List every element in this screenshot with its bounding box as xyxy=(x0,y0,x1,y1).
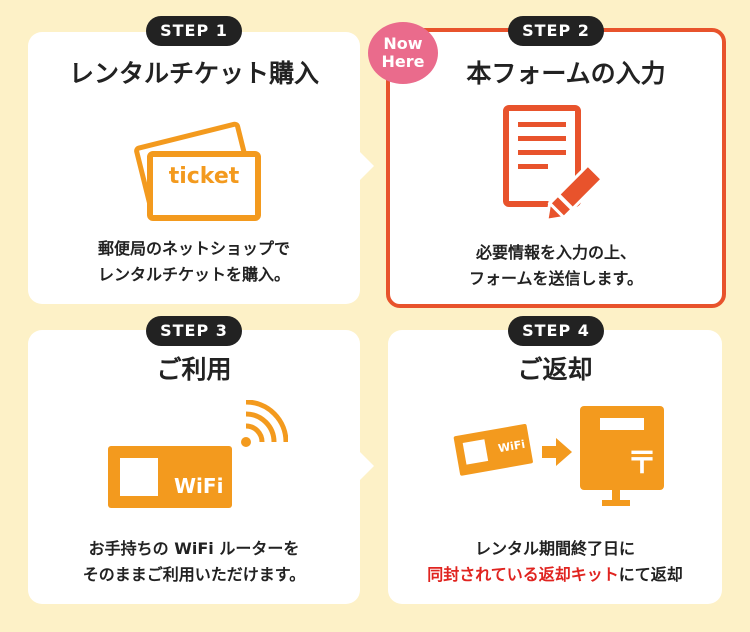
step4-desc-line2-rest: にて返却 xyxy=(618,565,683,584)
step2-card: 本フォームの入力 必要情報を入力の上、 フォームを送信します。 xyxy=(386,28,726,308)
step1-pill: STEP 1 xyxy=(146,16,242,46)
step4-card: ご返却 WiFi 〒 レンタル期間終了日に 同封されている返却キットにて返却 xyxy=(388,330,722,604)
step4-pill: STEP 4 xyxy=(508,316,604,346)
form-document-icon xyxy=(503,105,605,223)
step3-title: ご利用 xyxy=(156,355,232,384)
step1-desc-line1: 郵便局のネットショップで xyxy=(97,239,290,258)
ticket-icon xyxy=(134,121,261,221)
step1-desc-line2: レンタルチケットを購入。 xyxy=(97,265,290,284)
step4-desc-line2: 同封されている返却キットにて返却 xyxy=(388,562,722,588)
step4-title: ご返却 xyxy=(517,355,593,384)
now-here-badge: Now Here xyxy=(368,22,438,84)
step1-title: レンタルチケット購入 xyxy=(68,59,319,88)
step3-card: ご利用 WiFi お手持ちの WiFi ルーターを そのままご利用いただけます。 xyxy=(28,330,360,604)
return-mailbox-icon xyxy=(453,406,664,506)
step1-card: レンタルチケット購入 ticket 郵便局のネットショップで レンタルチケットを… xyxy=(28,32,360,304)
step4-description: レンタル期間終了日に 同封されている返却キットにて返却 xyxy=(388,536,722,588)
step2-title: 本フォームの入力 xyxy=(466,59,666,88)
step3-to-step4-arrow xyxy=(360,452,374,480)
wifi-router-label: WiFi xyxy=(174,474,224,498)
step2-pill: STEP 2 xyxy=(508,16,604,46)
step3-desc-line2: そのままご利用いただけます。 xyxy=(82,565,306,584)
step3-description: お手持ちの WiFi ルーターを そのままご利用いただけます。 xyxy=(28,536,360,588)
step1-description: 郵便局のネットショップで レンタルチケットを購入。 xyxy=(28,236,360,288)
now-here-badge-line2: Here xyxy=(381,52,425,71)
postal-mark: 〒 xyxy=(627,446,657,481)
step2-desc-line2: フォームを送信します。 xyxy=(469,269,643,288)
ticket-label: ticket xyxy=(168,164,240,189)
return-kit-highlight: 同封されている返却キット xyxy=(427,565,619,584)
wifi-router-icon xyxy=(108,400,288,508)
step2-description: 必要情報を入力の上、 フォームを送信します。 xyxy=(390,240,722,292)
step1-to-step2-arrow xyxy=(360,152,374,180)
step2-desc-line1: 必要情報を入力の上、 xyxy=(475,243,636,262)
step3-desc-line1: お手持ちの WiFi ルーターを xyxy=(88,539,300,558)
step4-desc-line1: レンタル期間終了日に xyxy=(474,539,635,558)
step3-pill: STEP 3 xyxy=(146,316,242,346)
now-here-badge-line1: Now xyxy=(383,34,423,53)
